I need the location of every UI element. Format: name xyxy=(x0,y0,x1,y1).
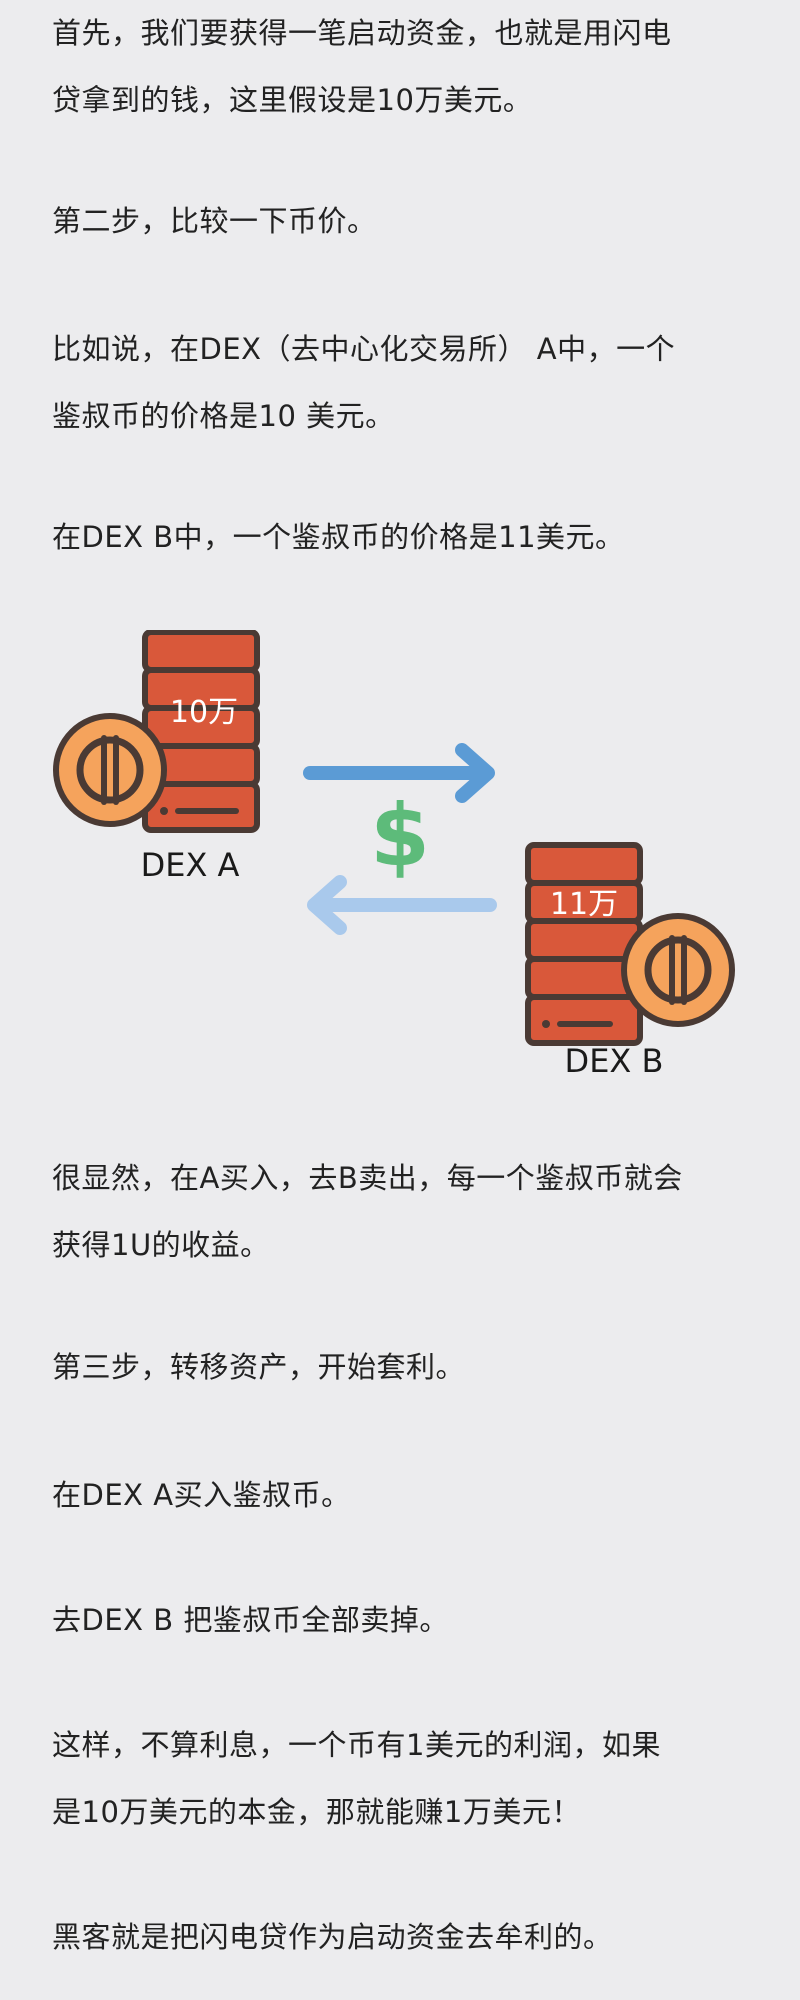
paragraph-line: 这样，不算利息，一个币有1美元的利润，如果 xyxy=(52,1728,661,1762)
paragraph-line: 比如说，在DEX（去中心化交易所） A中，一个 xyxy=(52,332,676,366)
paragraph-2: 第二步，比较一下币价。 xyxy=(52,188,762,255)
paragraph-line: 黑客就是把闪电贷作为启动资金去牟利的。 xyxy=(52,1920,613,1954)
dex-b-server-icon xyxy=(525,842,643,1046)
dex-a-label: DEX A xyxy=(141,846,240,884)
paragraph-line: 很显然，在A买入，去B卖出，每一个鉴叔币就会 xyxy=(52,1161,683,1195)
paragraph-6: 第三步，转移资产，开始套利。 xyxy=(52,1334,762,1401)
paragraph-10: 黑客就是把闪电贷作为启动资金去牟利的。 xyxy=(52,1904,762,1971)
paragraph-9: 这样，不算利息，一个币有1美元的利润，如果 是10万美元的本金，那就能赚1万美元… xyxy=(52,1712,762,1846)
dex-a-server-icon xyxy=(142,630,260,833)
paragraph-line: 贷拿到的钱，这里假设是10万美元。 xyxy=(52,83,533,117)
paragraph-1: 首先，我们要获得一笔启动资金，也就是用闪电 贷拿到的钱，这里假设是10万美元。 xyxy=(52,0,762,134)
dex-a-amount: 10万 xyxy=(170,695,238,730)
arrow-right-icon xyxy=(303,743,495,803)
paragraph-4: 在DEX B中，一个鉴叔币的价格是11美元。 xyxy=(52,504,762,571)
arbitrage-diagram: 10万 DEX A $ 11万 DEX B xyxy=(53,630,735,1080)
paragraph-line: 去DEX B 把鉴叔币全部卖掉。 xyxy=(52,1603,449,1637)
dex-a-coin-icon xyxy=(53,713,167,827)
paragraph-line: 在DEX B中，一个鉴叔币的价格是11美元。 xyxy=(52,520,625,554)
paragraph-line: 获得1U的收益。 xyxy=(52,1228,270,1262)
paragraph-line: 在DEX A买入鉴叔币。 xyxy=(52,1478,351,1512)
paragraph-line: 第二步，比较一下币价。 xyxy=(52,204,377,238)
dex-b-label: DEX B xyxy=(565,1042,664,1080)
arrow-left-icon xyxy=(307,875,497,935)
paragraph-line: 首先，我们要获得一笔启动资金，也就是用闪电 xyxy=(52,16,672,50)
dex-b-amount: 11万 xyxy=(550,887,618,922)
paragraph-8: 去DEX B 把鉴叔币全部卖掉。 xyxy=(52,1587,762,1654)
dex-b-coin-icon xyxy=(621,913,735,1027)
paragraph-line: 鉴叔币的价格是10 美元。 xyxy=(52,399,395,433)
paragraph-line: 是10万美元的本金，那就能赚1万美元！ xyxy=(52,1795,581,1829)
paragraph-line: 第三步，转移资产，开始套利。 xyxy=(52,1350,466,1384)
paragraph-7: 在DEX A买入鉴叔币。 xyxy=(52,1462,762,1529)
paragraph-3: 比如说，在DEX（去中心化交易所） A中，一个 鉴叔币的价格是10 美元。 xyxy=(52,316,762,450)
paragraph-5: 很显然，在A买入，去B卖出，每一个鉴叔币就会 获得1U的收益。 xyxy=(52,1145,762,1279)
dollar-icon: $ xyxy=(370,786,430,886)
